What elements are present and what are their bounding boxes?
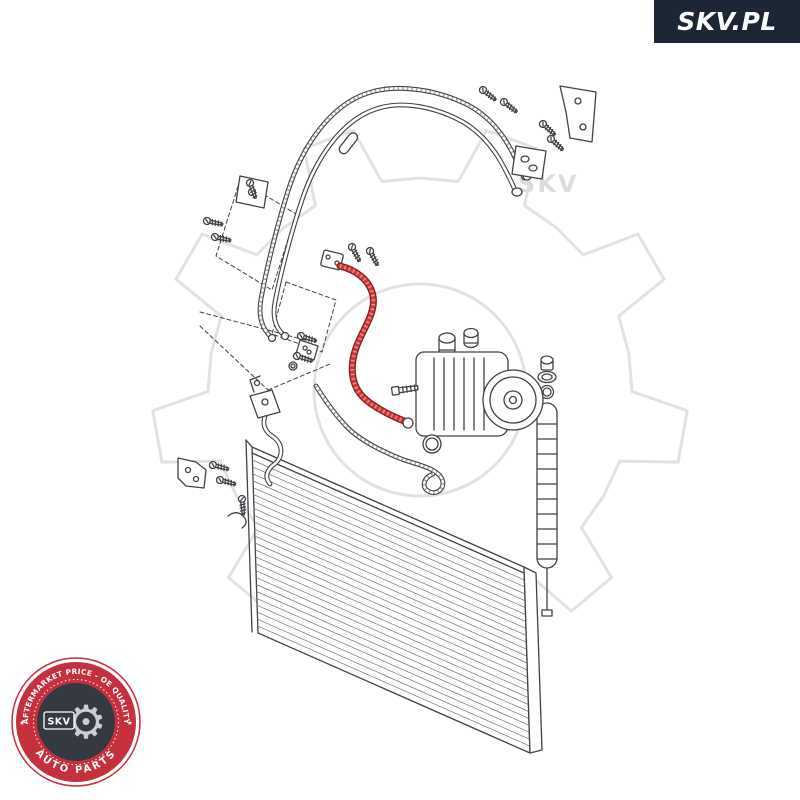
junction-block <box>288 339 319 371</box>
manifold-block <box>511 145 547 180</box>
screw-icon <box>537 118 558 138</box>
condenser <box>245 375 543 754</box>
screw-icon <box>237 494 248 516</box>
compressor <box>390 327 544 454</box>
badge-skv-box <box>43 711 75 730</box>
bolt-icon <box>390 383 419 396</box>
screw-icon <box>477 84 499 104</box>
condenser-fins <box>251 459 531 747</box>
condenser-side-tank <box>523 566 543 754</box>
bracket-lower-left <box>177 457 207 489</box>
drier-segments <box>536 423 558 560</box>
screw-icon <box>346 241 364 264</box>
badge-skv-label: SKV <box>47 717 70 728</box>
receiver-drier <box>536 355 558 617</box>
line-fitting <box>511 187 523 197</box>
badge-separator-left: ★ <box>19 719 25 727</box>
brand-logo-text: SKV.PL <box>677 7 777 36</box>
ac-system-diagram <box>177 84 597 754</box>
bracket-top-right <box>559 85 597 143</box>
hose-clamp-icon <box>338 132 359 155</box>
brand-banner-bg <box>654 0 800 43</box>
hose-end-fitting <box>402 417 414 429</box>
screw-icon <box>202 216 225 229</box>
mounting-hardware <box>177 84 597 529</box>
discharge-hose-red <box>320 249 414 429</box>
assembly-guides <box>199 179 337 391</box>
badge-separator-right: ★ <box>127 719 133 727</box>
badge-inner-disk <box>37 683 115 761</box>
line-fitting <box>267 333 277 343</box>
line-fitting <box>280 331 290 341</box>
screw-icon <box>364 245 382 268</box>
badge-dotted-ring <box>33 679 119 765</box>
condenser-bracket <box>249 375 281 419</box>
screw-icon <box>545 133 566 153</box>
quality-badge: AFTERMARKET PRICE - OE QUALITY AUTO PART… <box>11 657 141 787</box>
refrigerant-line-pair <box>257 86 532 343</box>
brand-banner: SKV.PL <box>654 0 800 43</box>
screw-icon <box>498 96 520 116</box>
clip-icon <box>227 512 247 529</box>
compressor-ribs <box>433 357 485 431</box>
